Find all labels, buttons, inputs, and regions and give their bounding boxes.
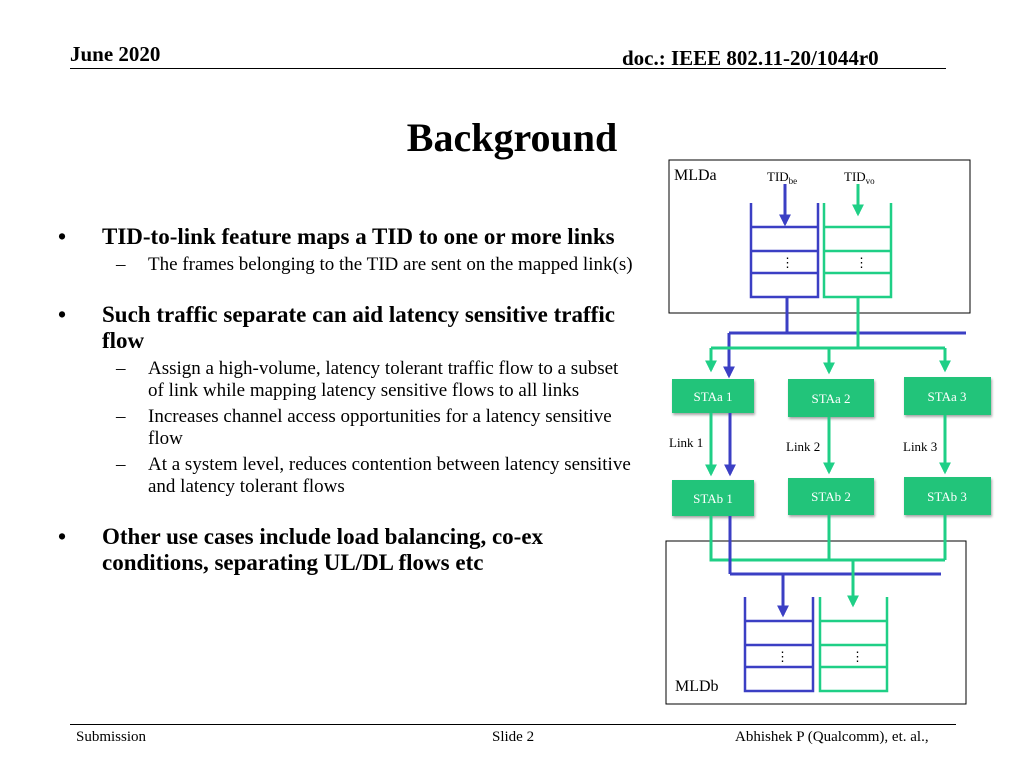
bullet-3: •Other use cases include load balancing,… <box>58 524 544 575</box>
mld-a-label: MLDa <box>674 167 717 184</box>
header-doc-id: doc.: IEEE 802.11-20/1044r0 <box>622 46 879 70</box>
bullet-1-sub-1-text: The frames belonging to the TID are sent… <box>148 254 633 275</box>
bullet-2-sub-3-text: At a system level, reduces contention be… <box>148 454 631 497</box>
footer-author: Abhishek P (Qualcomm), et. al., <box>735 729 929 745</box>
mld-b-box <box>665 540 967 705</box>
footer-divider <box>70 724 956 725</box>
mld-b-label: MLDb <box>675 678 719 695</box>
vo-merge-line <box>709 516 945 562</box>
sta-b2-box <box>788 478 874 515</box>
mld-b-queue-vo <box>818 597 889 693</box>
header-date: June 2020 <box>70 42 161 66</box>
tid-be-label: TIDbe <box>767 169 797 186</box>
slide-title: Background <box>406 115 618 160</box>
bullet-1-text: TID-to-link feature maps a TID to one or… <box>102 224 615 249</box>
mld-b-queue-be-ellipsis: ⋮ <box>776 649 789 664</box>
bullet-list: •TID-to-link feature maps a TID to one o… <box>58 224 633 576</box>
bullet-1-sub-1: –The frames belonging to the TID are sen… <box>116 254 633 275</box>
footer-submission: Submission <box>76 729 147 745</box>
link-3-label: Link 3 <box>903 439 937 454</box>
link-2-label: Link 2 <box>786 439 820 454</box>
sta-b3-box <box>904 477 991 515</box>
link-1-label: Link 1 <box>669 435 703 450</box>
sta-b3-label: STAb 3 <box>927 489 967 504</box>
bullet-2-sub-2: –Increases channel access opportunities … <box>116 406 612 449</box>
bullet-2-sub-2-text: Increases channel access opportunities f… <box>148 406 612 449</box>
sta-a1-label: STAa 1 <box>693 389 732 404</box>
bullet-2-sub-1-text: Assign a high-volume, latency tolerant t… <box>148 358 619 401</box>
bullet-1: •TID-to-link feature maps a TID to one o… <box>58 224 615 249</box>
header-divider <box>70 68 946 69</box>
sta-a2-label: STAa 2 <box>811 391 850 406</box>
bullet-2-sub-1: –Assign a high-volume, latency tolerant … <box>116 358 619 401</box>
mld-a-queue-vo-ellipsis: ⋮ <box>855 255 868 270</box>
bullet-2-text: Such traffic separate can aid latency se… <box>102 302 615 353</box>
tid-vo-label: TIDvo <box>844 169 875 186</box>
sta-b2-label: STAb 2 <box>811 489 851 504</box>
bullet-3-text: Other use cases include load balancing, … <box>102 524 544 575</box>
mld-a-box <box>668 159 971 314</box>
mld-a-queue-be <box>749 203 820 299</box>
sta-a3-box <box>904 377 991 415</box>
mld-a-queue-be-ellipsis: ⋮ <box>781 255 794 270</box>
mld-b-queue-vo-ellipsis: ⋮ <box>851 649 864 664</box>
sta-a1-box <box>672 379 754 413</box>
sta-a2-box <box>788 379 874 417</box>
bullet-2: •Such traffic separate can aid latency s… <box>58 302 615 353</box>
sta-b1-box <box>672 480 754 516</box>
mld-a-queue-vo <box>822 203 893 299</box>
sta-b1-label: STAb 1 <box>693 491 733 506</box>
bullet-2-sub-3: –At a system level, reduces contention b… <box>116 454 631 497</box>
sta-a3-label: STAa 3 <box>927 389 966 404</box>
footer-slide-number: Slide 2 <box>492 729 535 745</box>
mld-b-queue-be <box>743 597 815 693</box>
